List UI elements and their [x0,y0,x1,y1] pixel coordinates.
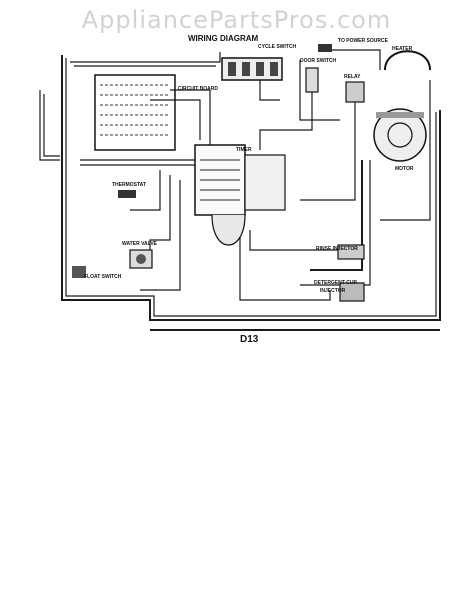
door-wire [259,70,313,150]
float-switch: FLOAT SWITCH [72,266,122,280]
board-wire-2 [170,89,211,150]
label-relay: RELAY [344,74,361,80]
timer-motor [211,214,246,246]
label-motor: MOTOR [395,166,414,172]
label-door-switch: DOOR SWITCH [300,58,336,64]
door-switch: DOOR SWITCH [300,58,336,93]
thermostat: THERMOSTAT [112,182,146,198]
power-wire [330,49,381,70]
power-plug: TO POWER SOURCE [318,38,389,52]
motor-wire [310,160,363,271]
motor: MOTOR [373,108,427,172]
rinse-injector-body [337,244,365,260]
detergent-cup-body [339,282,365,302]
label-rinse-injector: RINSE INJECTOR [316,246,358,252]
relay-body [345,81,365,103]
relay-wire [300,100,356,201]
outer-wire-loop-2 [65,58,437,317]
circuit-board-outline [94,74,176,151]
cycle-switch-button [228,62,236,76]
diagram-title: WIRING DIAGRAM [188,34,259,43]
thermostat-wire [130,170,161,211]
detergent-wire [239,220,331,301]
circuit-board-traces [100,84,170,136]
label-heater: HEATER [392,46,413,52]
wire-harness [39,49,441,331]
cycle-switch: CYCLE SWITCH [221,44,296,81]
float-switch-body [72,266,86,278]
cycle-switch-button [256,62,264,76]
label-thermostat: THERMOSTAT [112,182,146,188]
label-detergent-cup: DETERGENT CUP [314,280,357,286]
rinse-injector: RINSE INJECTOR [316,244,365,260]
relay: RELAY [344,74,365,103]
label-float-switch: FLOAT SWITCH [84,274,122,280]
detergent-cup: DETERGENT CUP INJECTOR [314,280,365,302]
board-wire [150,99,201,140]
motor-bracket [376,112,424,118]
water-valve: WATER VALVE [122,241,158,269]
heater-wire [380,80,431,221]
motor-body [373,108,427,162]
label-circuit-board: CIRCUIT BOARD [178,86,218,92]
thermostat-body [118,190,136,198]
cycle-switch-button [242,62,250,76]
label-water-valve: WATER VALVE [122,241,158,247]
heater: HEATER [384,46,431,71]
switch-wire-2 [299,60,340,121]
label-power-source: TO POWER SOURCE [338,38,389,44]
motor-wire-2 [300,160,371,286]
left-wire-2 [43,94,60,157]
circuit-board: CIRCUIT BOARD [94,74,218,151]
door-switch-body [305,67,319,93]
label-injector: INJECTOR [320,288,346,294]
timer-terminals [200,159,240,201]
outer-wire-loop [61,55,441,321]
timer-contacts [244,154,286,211]
valve-wire-2 [140,180,181,291]
label-timer: TIMER [236,147,252,153]
model-number: D13 [240,334,259,345]
motor-core [387,122,413,148]
power-plug-body [318,44,332,52]
label-cycle-switch: CYCLE SWITCH [258,44,296,50]
timer: TIMER [194,144,286,246]
water-valve-coil [136,254,146,264]
cycle-switch-body [221,57,283,81]
heater-element [384,50,431,71]
top-wire [70,52,221,63]
rinse-wire [249,230,340,251]
left-wire [39,90,60,161]
cycle-switch-button [270,62,278,76]
